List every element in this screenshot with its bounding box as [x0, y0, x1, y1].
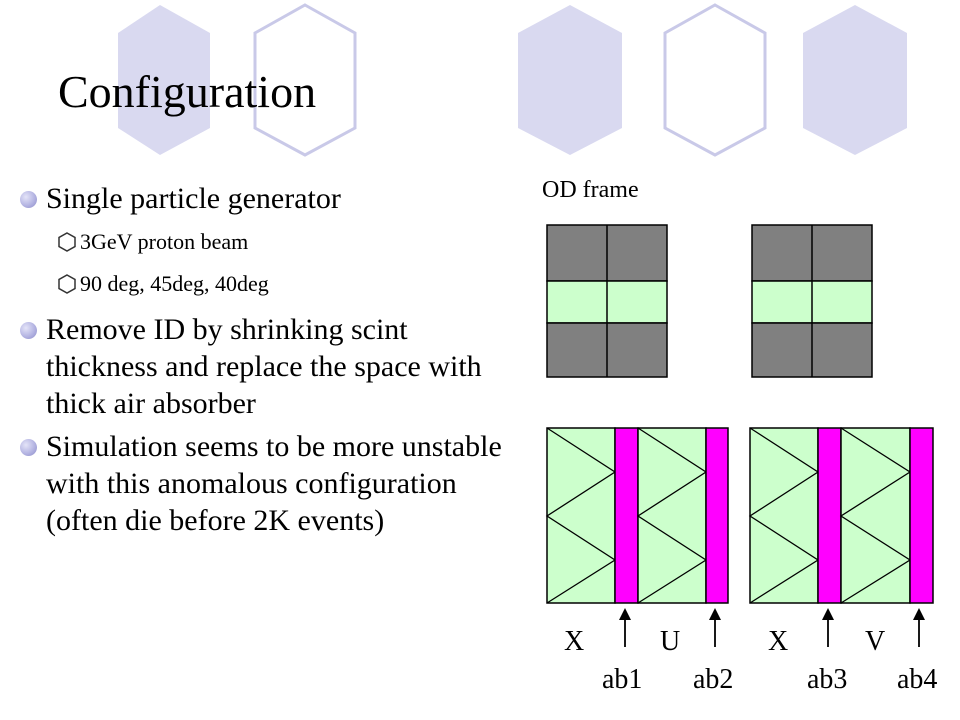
plane-x-1 [545, 427, 617, 604]
od-frame-left [546, 224, 668, 378]
detector-diagram: OD frame [542, 177, 937, 695]
plane-label-v: V [865, 626, 885, 657]
hexagon-filled-3 [803, 5, 907, 155]
bullet-item-generator: Single particle generator [20, 180, 520, 217]
bullet-dot-icon [20, 439, 37, 456]
absorber-ab4 [909, 427, 934, 604]
decorative-hexagons [118, 3, 907, 157]
bullet-dot-icon [20, 322, 37, 339]
sub-bullet-text: 3GeV proton beam [80, 229, 249, 254]
absorber-label-ab4: ab4 [897, 664, 937, 695]
bullet-item-simulation: Simulation seems to be more unstable wit… [20, 428, 520, 539]
plane-label-u: U [660, 626, 680, 657]
hexagon-outline-2 [663, 3, 767, 157]
absorber-label-ab1: ab1 [602, 664, 642, 695]
od-frame-label: OD frame [542, 177, 639, 203]
plane-x-2 [748, 427, 820, 604]
plane-v [839, 427, 912, 604]
plane-label-x-2: X [768, 626, 788, 657]
bullet-text: Remove ID by shrinking scint thickness a… [46, 313, 482, 420]
sub-bullet-angles: 90 deg, 45deg, 40deg [20, 269, 520, 299]
absorber-arrows [619, 608, 925, 647]
plane-u [636, 427, 708, 604]
od-frame-right [751, 224, 873, 378]
sub-bullet-text: 90 deg, 45deg, 40deg [80, 271, 269, 296]
hexagon-filled-1 [118, 5, 210, 155]
hexagon-bullet-icon [58, 232, 76, 252]
absorber-ab3 [817, 427, 842, 604]
plane-label-x-1: X [564, 626, 584, 657]
sub-bullet-beam: 3GeV proton beam [20, 227, 520, 257]
absorber-label-ab2: ab2 [693, 664, 733, 695]
absorber-label-ab3: ab3 [807, 664, 847, 695]
slide-title: Configuration [58, 66, 317, 117]
bullet-text: Simulation seems to be more unstable wit… [46, 430, 502, 537]
bullet-list: Single particle generator 3GeV proton be… [20, 180, 520, 545]
hexagon-filled-2 [518, 5, 622, 155]
hexagon-bullet-icon [58, 274, 76, 294]
bullet-text: Single particle generator [46, 182, 341, 215]
hexagon-outline-1 [253, 3, 357, 157]
absorber-ab2 [705, 427, 729, 604]
absorber-ab1 [614, 427, 639, 604]
bullet-dot-icon [20, 191, 37, 208]
bullet-item-remove-id: Remove ID by shrinking scint thickness a… [20, 311, 520, 422]
